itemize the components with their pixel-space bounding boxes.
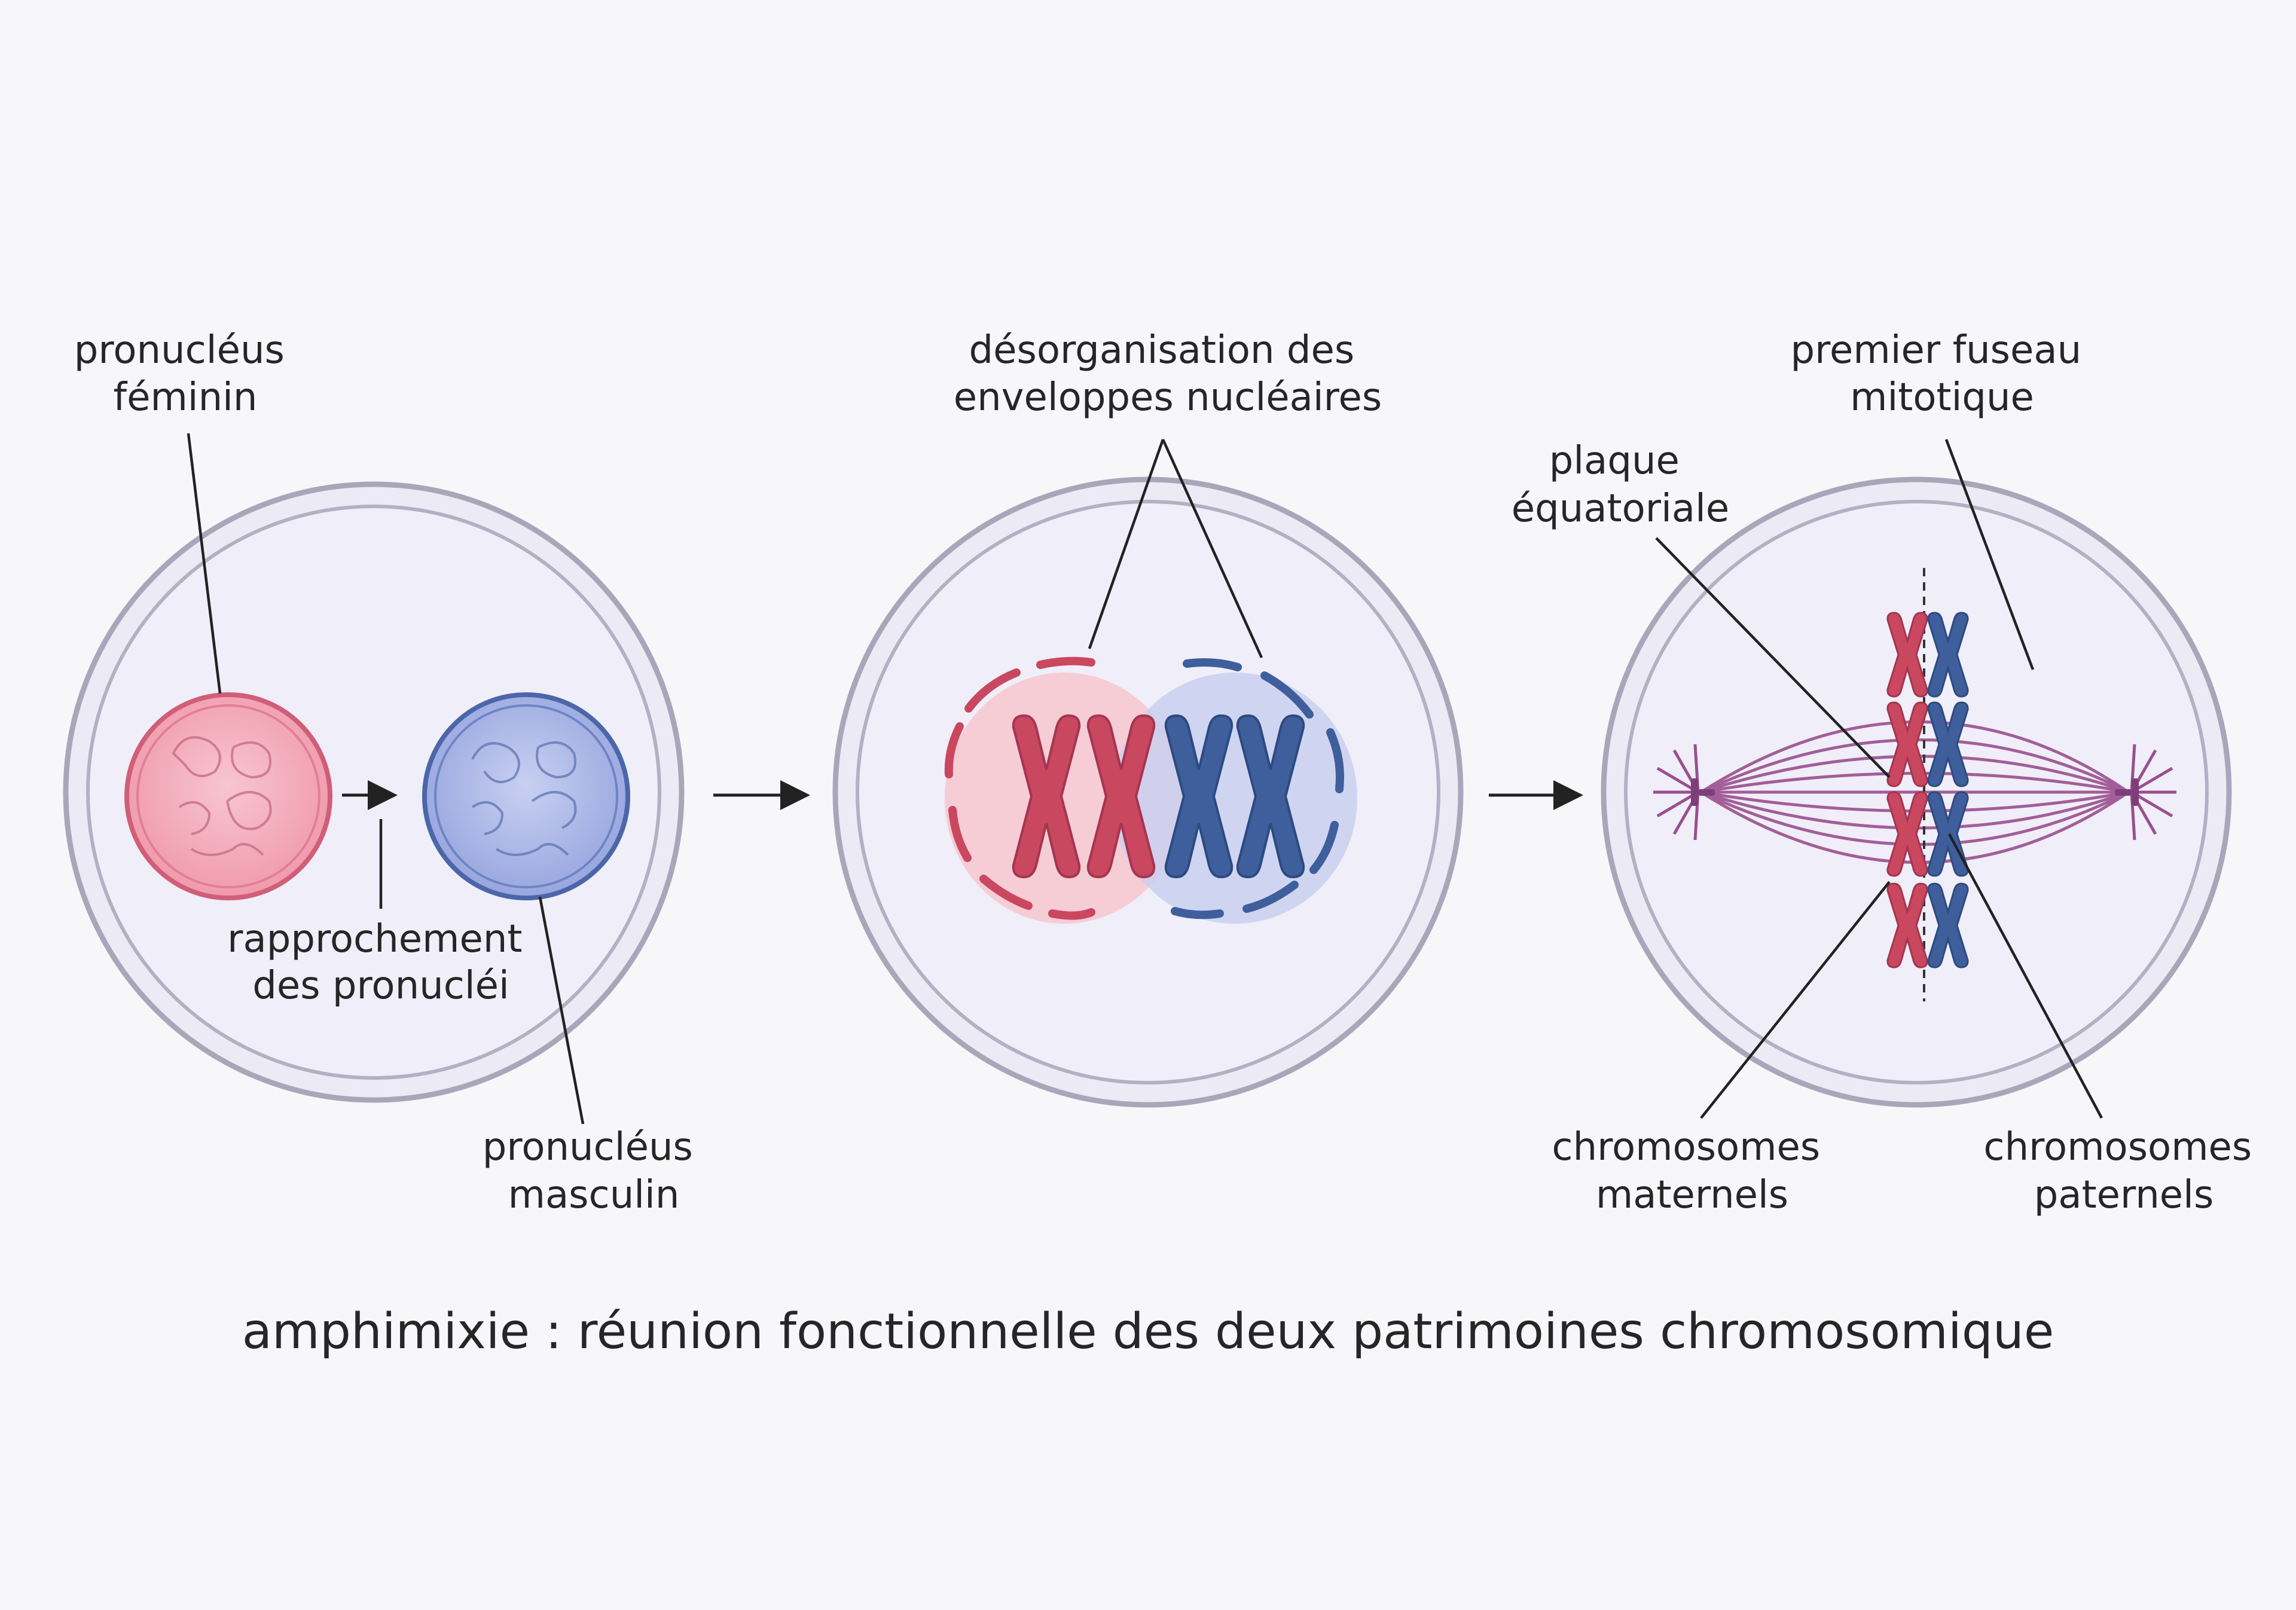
- leader-envelope-left: [1088, 439, 1165, 649]
- label-approach: rapprochement des pronucléi: [227, 917, 535, 1008]
- left-centrosome: [1691, 778, 1715, 806]
- maternal-chromosomes-cell-2: [1012, 714, 1156, 879]
- leader-male-pronucleus: [538, 896, 585, 1125]
- leader-paternal: [1948, 833, 2103, 1119]
- label-male-pronucleus: pronucléus masculin: [483, 1125, 705, 1217]
- paternal-chromosomes-cell-2: [1164, 714, 1305, 879]
- label-first-spindle: premier fuseau mitotique: [1791, 328, 2094, 420]
- maternal-envelope-fragments: [944, 656, 1095, 920]
- cell-3: [1601, 476, 2232, 1108]
- cell-2: [832, 476, 1464, 1108]
- caption: amphimixie : réunion fonctionnelle des d…: [242, 1303, 2054, 1360]
- female-pronucleus: [124, 692, 332, 900]
- male-pronucleus: [422, 692, 630, 900]
- leader-envelope-right: [1161, 439, 1263, 658]
- leader-equatorial-plate: [1655, 537, 1891, 778]
- cell-1: [63, 481, 685, 1103]
- paternal-envelope-fragments: [1171, 658, 1344, 919]
- label-maternal-chromosomes: chromosomes maternels: [1552, 1125, 1832, 1217]
- leader-female-pronucleus: [187, 433, 222, 694]
- maternal-chromosomes-cell-3: [1886, 612, 1928, 969]
- label-envelope-breakdown: désorganisation des enveloppes nucléaire…: [954, 328, 1382, 420]
- paternal-chromosomes-cell-3: [1927, 612, 1969, 969]
- paternal-nuclear-zone: [1112, 673, 1357, 924]
- label-female-pronucleus: pronucléus féminin: [74, 328, 297, 420]
- leader-first-spindle: [1944, 439, 2035, 670]
- maternal-nuclear-zone: [945, 673, 1184, 924]
- label-paternal-chromosomes: chromosomes paternels: [1983, 1125, 2264, 1217]
- leader-maternal: [1700, 881, 1891, 1119]
- label-equatorial-plate: plaque équatoriale: [1512, 439, 1730, 531]
- right-centrosome: [2115, 778, 2139, 806]
